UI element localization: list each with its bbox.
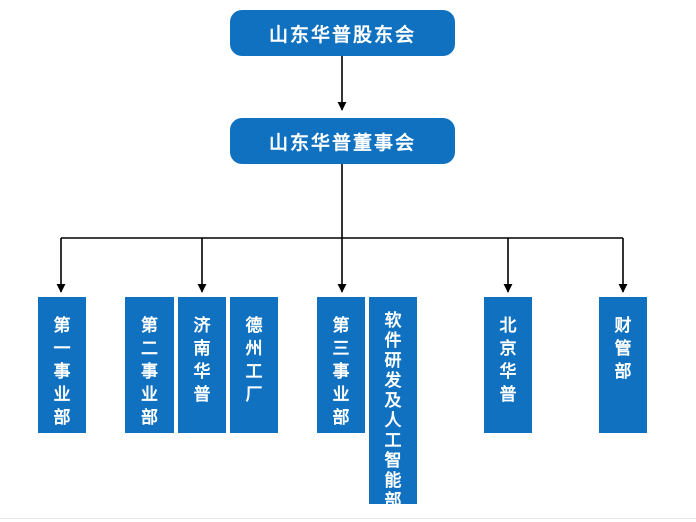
board-box: 山东华普董事会 (230, 118, 455, 164)
dept-box-2: 第二事业部 (125, 297, 174, 433)
dept-label-4: 德州工厂 (245, 316, 263, 405)
shareholders-box: 山东华普股东会 (230, 10, 455, 56)
dept-box-6: 软件研发及人工智能部 (369, 297, 417, 511)
dept-label-8: 财管部 (614, 316, 632, 382)
dept-label-2: 第二事业部 (141, 316, 158, 428)
dept-label-7: 北京华普 (499, 316, 517, 405)
dept-box-8: 财管部 (599, 297, 647, 433)
dept-box-3: 济南华普 (178, 297, 226, 433)
shareholders-label: 山东华普股东会 (268, 23, 416, 46)
dept-box-5: 第三事业部 (317, 297, 365, 433)
dept-label-3: 济南华普 (193, 316, 211, 405)
dept-label-1: 第一事业部 (53, 316, 71, 428)
bottom-divider (0, 518, 696, 519)
dept-box-4: 德州工厂 (230, 297, 278, 433)
dept-label-6: 软件研发及人工智能部 (384, 311, 402, 511)
dept-box-7: 北京华普 (484, 297, 532, 433)
dept-box-1: 第一事业部 (38, 297, 86, 433)
dept-label-5: 第三事业部 (332, 316, 350, 428)
board-label: 山东华普董事会 (268, 131, 416, 154)
